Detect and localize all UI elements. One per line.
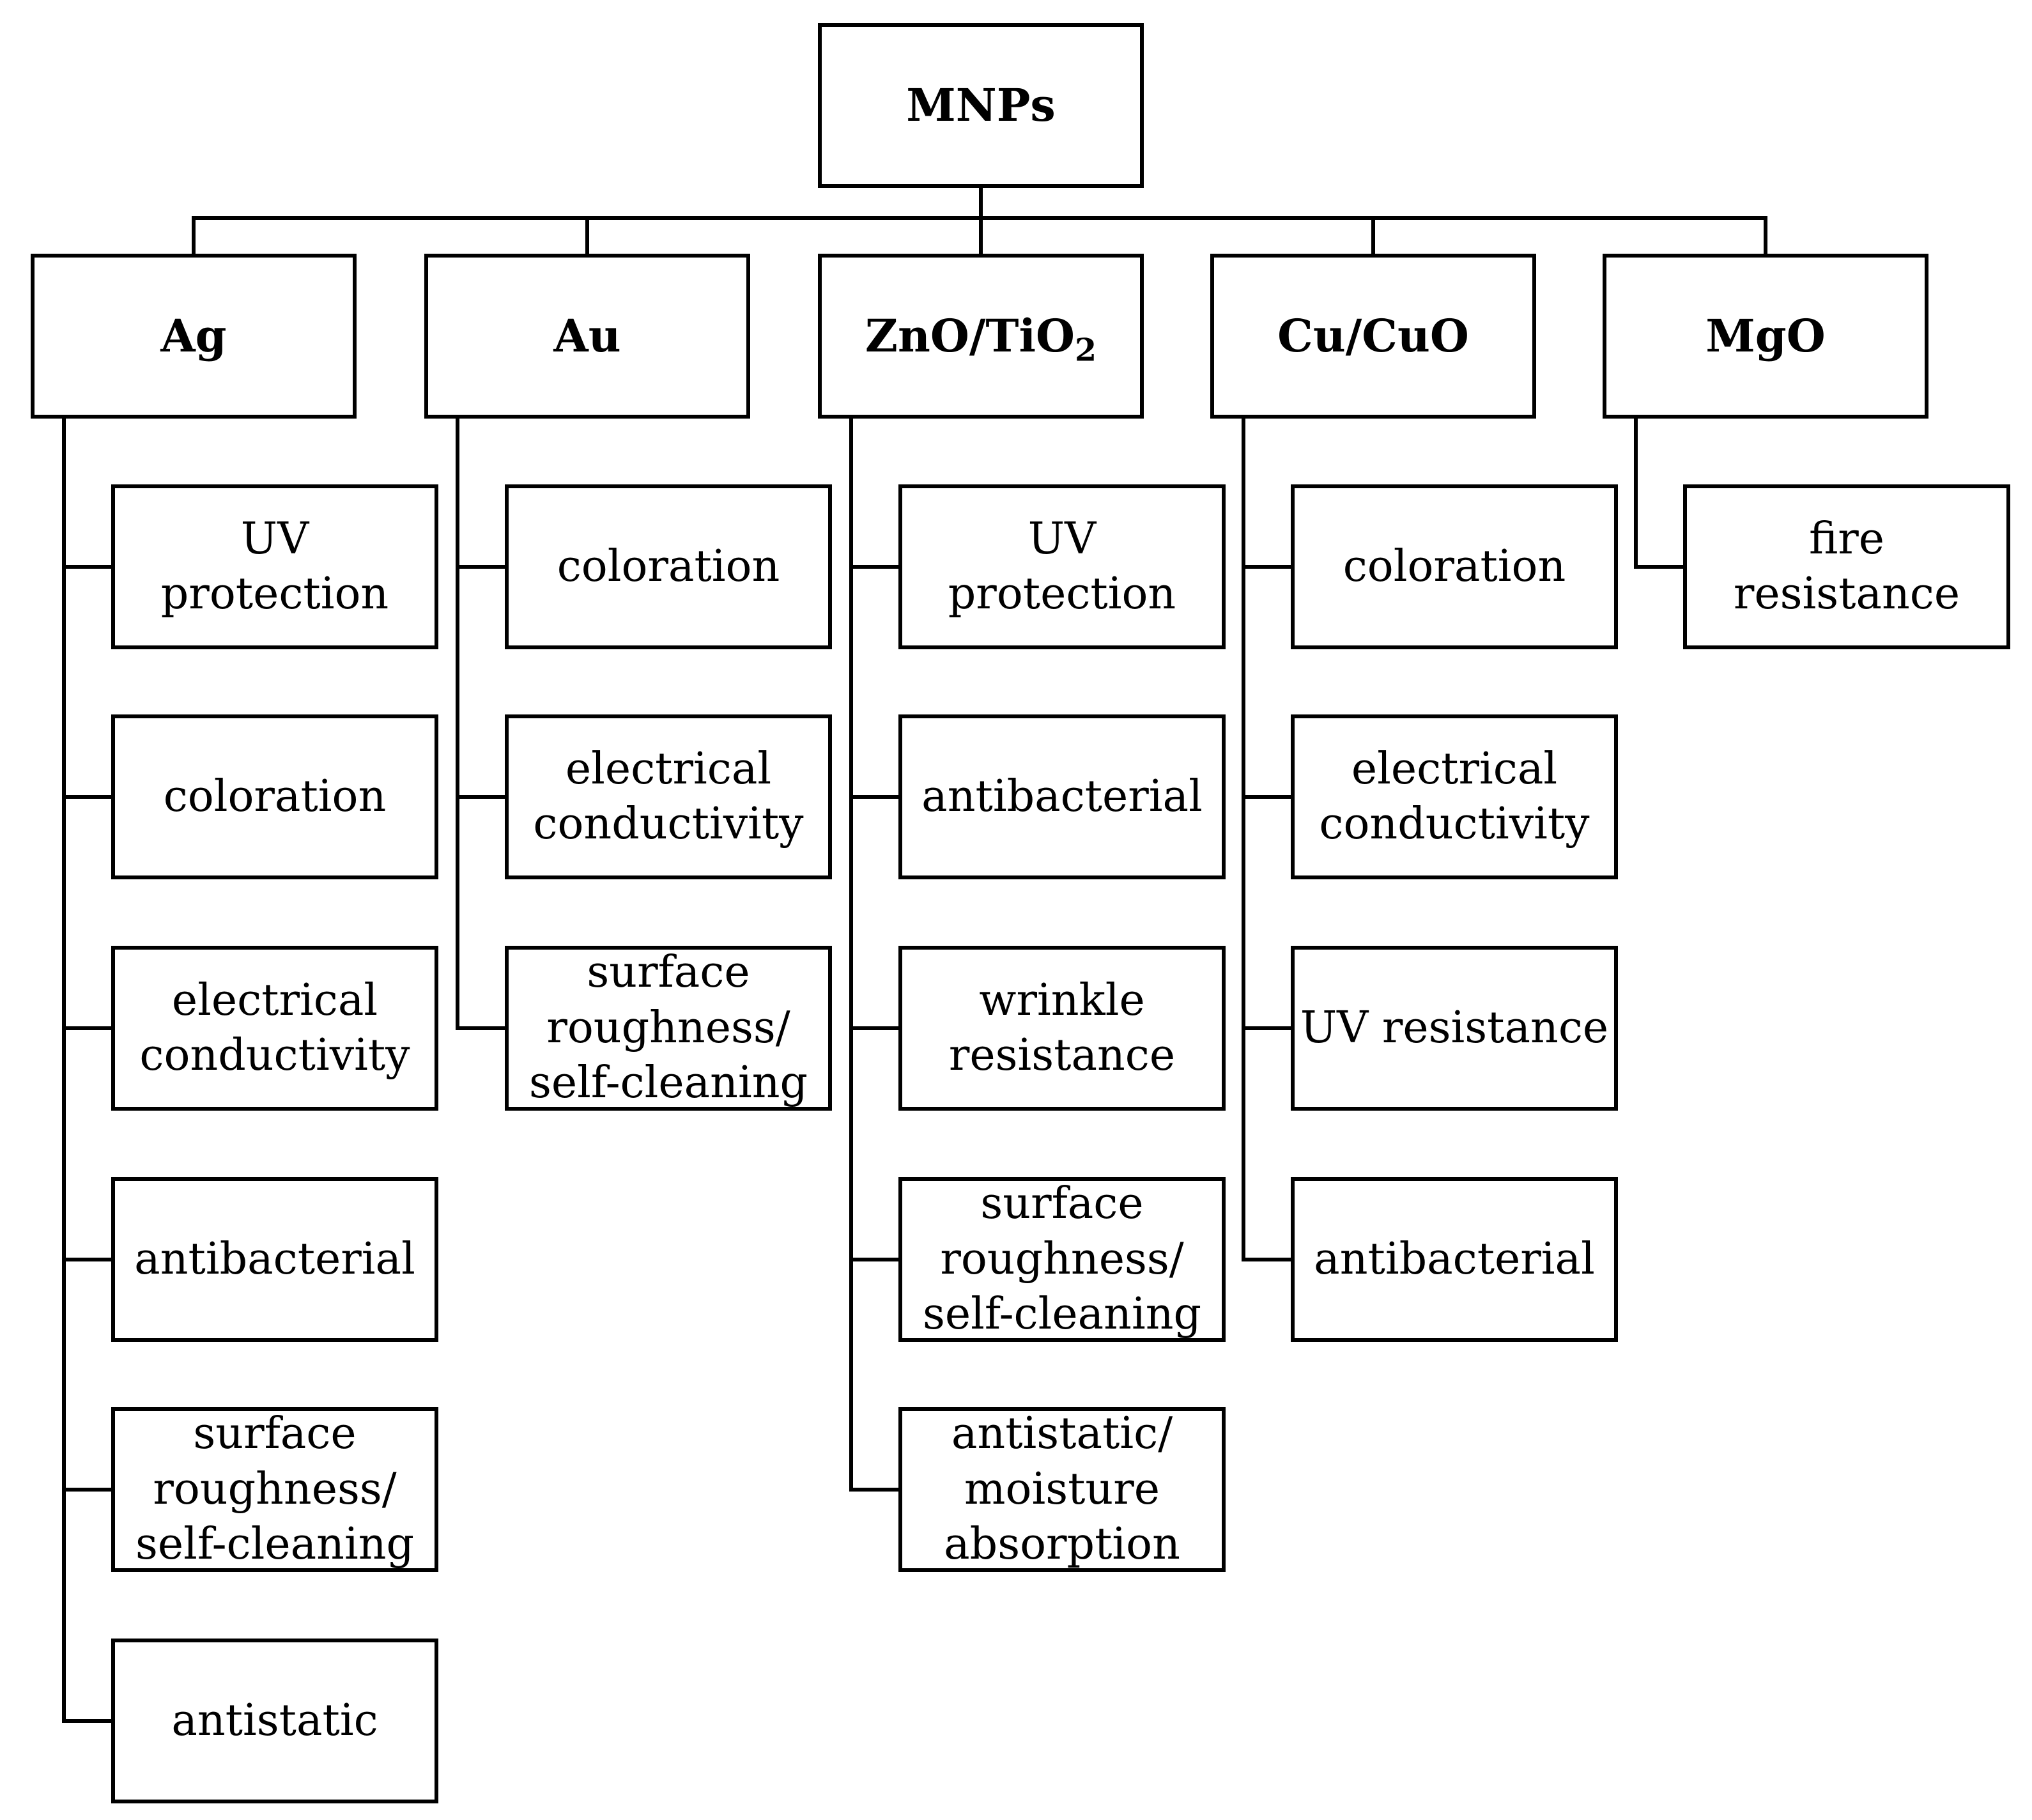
connector-branch: [1242, 1026, 1292, 1030]
property-label: electrical conductivity: [533, 743, 804, 849]
connector-branch: [849, 795, 900, 799]
category-au: Au: [424, 254, 750, 419]
property-label: antistatic/ moisture absorption: [944, 1408, 1180, 1570]
connector-branch: [62, 1719, 112, 1723]
property-label: surface roughness/ self-cleaning: [528, 947, 808, 1109]
property-node-antistatic: antistatic: [111, 1639, 438, 1803]
property-label: antistatic: [171, 1695, 378, 1746]
property-node-surface-roughness-self-cleaning: surface roughness/ self-cleaning: [505, 946, 832, 1111]
connector-trunk-ag: [62, 417, 66, 1723]
connector-drop-mgo: [1764, 216, 1767, 255]
connector-branch: [849, 565, 900, 569]
category-label-text: ZnO/TiO: [865, 309, 1075, 362]
category-mgo: MgO: [1603, 254, 1928, 419]
property-node-electrical-conductivity: electrical conductivity: [1291, 714, 1618, 879]
connector-trunk-cu-cuo: [1242, 417, 1245, 1261]
property-node-uv-protection: UV protection: [898, 484, 1226, 649]
connector-branch: [1634, 565, 1684, 569]
category-ag: Ag: [31, 254, 357, 419]
property-label: wrinkle resistance: [948, 975, 1176, 1081]
property-node-wrinkle-resistance: wrinkle resistance: [898, 946, 1226, 1111]
property-node-antistatic-moisture-absorption: antistatic/ moisture absorption: [898, 1407, 1226, 1572]
root-node-mnps: MNPs: [818, 23, 1144, 188]
property-label: antibacterial: [921, 771, 1203, 822]
property-node-electrical-conductivity: electrical conductivity: [505, 714, 832, 879]
property-node-coloration: coloration: [1291, 484, 1618, 649]
connector-branch: [456, 1026, 506, 1030]
connector-branch: [1242, 795, 1292, 799]
property-node-fire-resistance: fire resistance: [1683, 484, 2010, 649]
property-label: coloration: [557, 541, 780, 592]
category-label-text: Cu/CuO: [1277, 309, 1469, 362]
property-node-antibacterial: antibacterial: [1291, 1177, 1618, 1342]
property-node-electrical-conductivity: electrical conductivity: [111, 946, 438, 1111]
property-node-uv-protection: UV protection: [111, 484, 438, 649]
connector-drop-ag: [192, 216, 196, 255]
property-node-antibacterial: antibacterial: [111, 1177, 438, 1342]
connector-branch: [456, 795, 506, 799]
property-node-surface-roughness-self-cleaning: surface roughness/ self-cleaning: [898, 1177, 1226, 1342]
connector-branch: [62, 1488, 112, 1492]
category-label: ZnO/TiO2: [865, 308, 1097, 369]
category-cu-cuo: Cu/CuO: [1210, 254, 1536, 419]
property-label: surface roughness/ self-cleaning: [922, 1178, 1202, 1340]
property-label: coloration: [1343, 541, 1566, 592]
category-label: Cu/CuO: [1277, 308, 1469, 365]
connector-trunk-zno-tio2: [849, 417, 853, 1492]
property-label: electrical conductivity: [139, 975, 410, 1081]
connector-branch: [62, 1258, 112, 1261]
connector-drop-au: [585, 216, 589, 255]
category-label: Au: [553, 308, 620, 365]
property-label: coloration: [163, 771, 387, 822]
property-label: antibacterial: [134, 1233, 415, 1284]
connector-branch: [849, 1488, 900, 1492]
connector-branch: [1242, 1258, 1292, 1261]
property-node-antibacterial: antibacterial: [898, 714, 1226, 879]
connector-branch: [456, 565, 506, 569]
category-label-subscript: 2: [1075, 331, 1097, 369]
property-node-surface-roughness-self-cleaning: surface roughness/ self-cleaning: [111, 1407, 438, 1572]
connector-drop-cu-cuo: [1371, 216, 1375, 255]
property-label: UV protection: [160, 513, 389, 619]
connector-branch: [849, 1258, 900, 1261]
property-node-coloration: coloration: [111, 714, 438, 879]
connector-drop-zno-tio2: [979, 216, 983, 255]
category-label-text: MgO: [1705, 309, 1826, 362]
property-label: fire resistance: [1733, 513, 1960, 619]
root-label: MNPs: [906, 78, 1056, 132]
category-zno-tio2: ZnO/TiO2: [818, 254, 1144, 419]
category-label: MgO: [1705, 308, 1825, 365]
category-label-text: Ag: [160, 309, 227, 362]
connector-branch: [62, 795, 112, 799]
connector-branch: [62, 1026, 112, 1030]
property-label: UV resistance: [1300, 1002, 1609, 1053]
property-node-uv-resistance: UV resistance: [1291, 946, 1618, 1111]
property-node-coloration: coloration: [505, 484, 832, 649]
category-label: Ag: [160, 308, 226, 365]
property-label: surface roughness/ self-cleaning: [135, 1408, 415, 1570]
property-label: antibacterial: [1314, 1233, 1595, 1284]
category-label-text: Au: [553, 309, 621, 362]
connector-branch: [1242, 565, 1292, 569]
connector-branch: [62, 565, 112, 569]
connector-branch: [849, 1026, 900, 1030]
property-label: electrical conductivity: [1319, 743, 1590, 849]
property-label: UV protection: [948, 513, 1176, 619]
connector-trunk-au: [456, 417, 459, 1030]
connector-root-stem: [979, 187, 983, 219]
connector-trunk-mgo: [1634, 417, 1638, 569]
